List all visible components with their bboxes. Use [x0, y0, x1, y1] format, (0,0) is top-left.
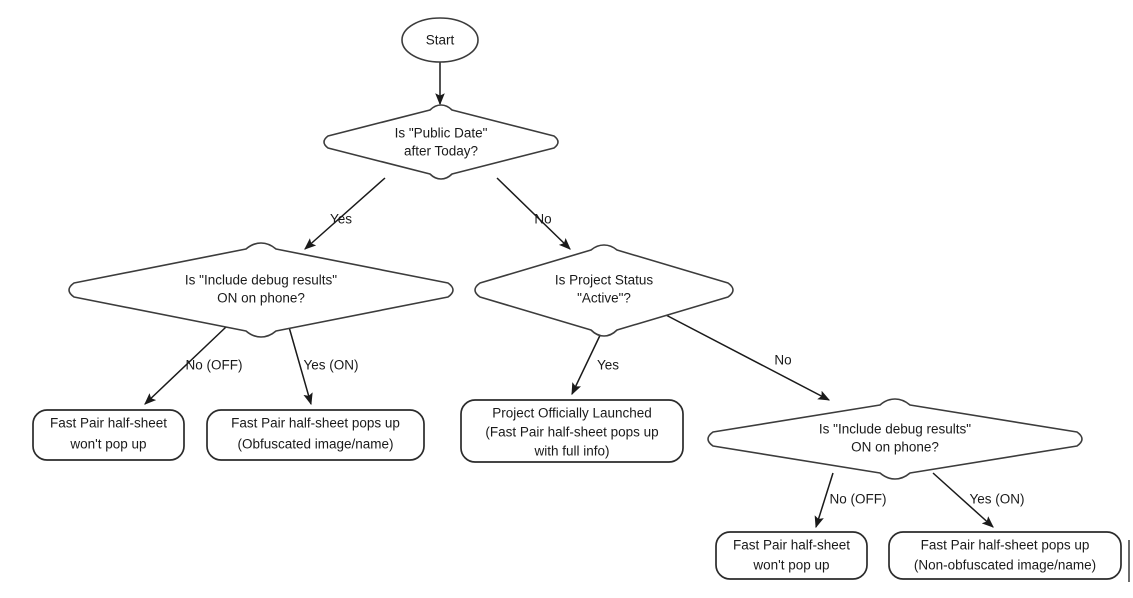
edge-debug-left-yes: Yes (ON)	[288, 326, 359, 406]
project-status-diamond-shape	[474, 244, 734, 337]
terminal-launched-line3: with full info)	[533, 444, 609, 459]
edge-debug-left-no: No (OFF)	[144, 326, 243, 405]
debug-left-label-line1: Is "Include debug results"	[185, 273, 337, 288]
edge-label-debug-right-no: No (OFF)	[830, 492, 887, 507]
public-date-label-line2: after Today?	[404, 144, 478, 159]
edge-project-status-yes: Yes	[571, 326, 619, 396]
terminal-launched-line1: Project Officially Launched	[492, 406, 652, 421]
edge-line-debug-right-yes	[932, 472, 994, 528]
edge-label-debug-left-yes: Yes (ON)	[303, 358, 358, 373]
terminal-right-on-line1: Fast Pair half-sheet pops up	[921, 538, 1090, 553]
edge-line-public-date-yes	[304, 177, 386, 250]
node-decision-debug-left[interactable]: Is "Include debug results" ON on phone?	[68, 242, 454, 338]
node-decision-project-status[interactable]: Is Project Status "Active"?	[474, 244, 734, 337]
edge-label-public-date-no: No	[534, 212, 551, 227]
edge-debug-right-no: No (OFF)	[814, 472, 887, 529]
terminal-launched-shape	[460, 399, 684, 463]
debug-left-diamond-shape	[68, 242, 454, 338]
edge-line-project-status-yes	[571, 326, 605, 396]
terminal-right-off-line1: Fast Pair half-sheet	[733, 538, 850, 553]
terminal-right-off-line2: won't pop up	[752, 558, 829, 573]
terminal-left-off-line1: Fast Pair half-sheet	[50, 416, 167, 431]
node-decision-debug-right[interactable]: Is "Include debug results" ON on phone?	[707, 398, 1083, 480]
edge-line-debug-left-no	[144, 326, 227, 405]
edge-project-status-no: No	[663, 313, 831, 401]
edges-layer: Yes No No (OFF) Yes (ON) Yes	[144, 61, 1025, 529]
node-terminal-left-off[interactable]: Fast Pair half-sheet won't pop up	[32, 409, 185, 461]
node-terminal-right-on[interactable]: Fast Pair half-sheet pops up (Non-obfusc…	[888, 531, 1122, 580]
edge-label-debug-right-yes: Yes (ON)	[969, 492, 1024, 507]
debug-left-label-line2: ON on phone?	[217, 291, 305, 306]
debug-right-label-line1: Is "Include debug results"	[819, 422, 971, 437]
terminal-right-off-shape	[715, 531, 868, 580]
node-start[interactable]: Start	[401, 17, 479, 63]
edge-line-public-date-no	[496, 177, 571, 250]
project-status-label-line2: "Active"?	[577, 291, 631, 306]
edge-line-debug-right-no	[814, 472, 834, 529]
public-date-label-line1: Is "Public Date"	[395, 126, 488, 141]
edge-label-project-status-no: No	[774, 353, 791, 368]
edge-debug-right-yes: Yes (ON)	[932, 472, 1025, 528]
terminal-left-on-line1: Fast Pair half-sheet pops up	[231, 416, 400, 431]
project-status-label-line1: Is Project Status	[555, 273, 654, 288]
debug-right-label-line2: ON on phone?	[851, 440, 939, 455]
edge-public-date-no: No	[496, 177, 571, 250]
terminal-left-off-line2: won't pop up	[69, 437, 146, 452]
terminal-left-off-shape	[32, 409, 185, 461]
edge-label-project-status-yes: Yes	[597, 358, 619, 373]
terminal-launched-line2: (Fast Pair half-sheet pops up	[485, 425, 658, 440]
node-terminal-launched[interactable]: Project Officially Launched (Fast Pair h…	[460, 399, 684, 463]
terminal-right-on-shape	[888, 531, 1122, 580]
node-terminal-right-off[interactable]: Fast Pair half-sheet won't pop up	[715, 531, 868, 580]
start-label: Start	[426, 33, 455, 48]
edge-label-debug-left-no: No (OFF)	[186, 358, 243, 373]
terminal-left-on-line2: (Obfuscated image/name)	[237, 437, 393, 452]
debug-right-diamond-shape	[707, 398, 1083, 480]
edge-public-date-yes: Yes	[304, 177, 386, 250]
edge-line-project-status-no	[663, 313, 831, 401]
terminal-right-on-line2: (Non-obfuscated image/name)	[914, 558, 1096, 573]
public-date-diamond-shape	[323, 104, 559, 180]
edge-label-public-date-yes: Yes	[330, 212, 352, 227]
edge-line-debug-left-yes	[288, 326, 313, 406]
node-decision-public-date[interactable]: Is "Public Date" after Today?	[323, 104, 559, 180]
start-ellipse-shape	[401, 17, 479, 63]
terminal-left-on-shape	[206, 409, 425, 461]
node-terminal-left-on[interactable]: Fast Pair half-sheet pops up (Obfuscated…	[206, 409, 425, 461]
